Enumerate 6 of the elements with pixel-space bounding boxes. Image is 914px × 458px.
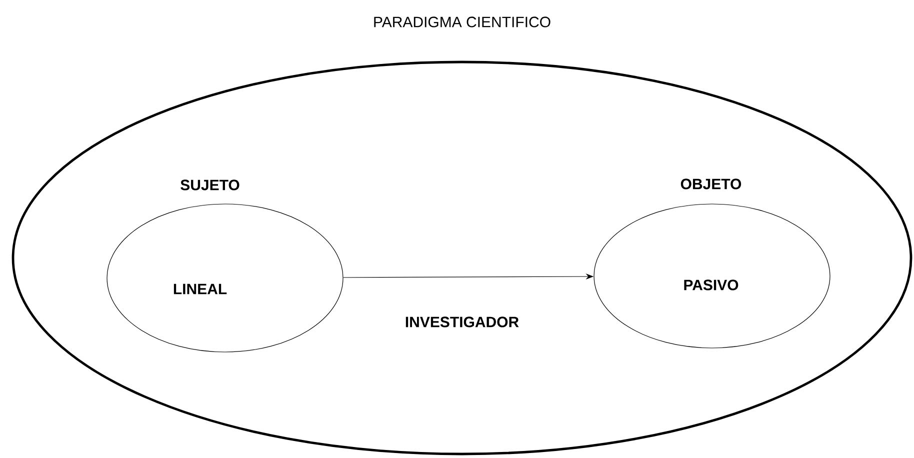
- node-text: LINEAL: [174, 284, 227, 294]
- node-heading: SUJETO: [180, 180, 240, 190]
- edge-label: INVESTIGADOR: [406, 316, 519, 328]
- title: PARADIGMA CIENTIFICO: [374, 16, 550, 28]
- node-text: PASIVO: [684, 280, 738, 290]
- node-heading: OBJETO: [680, 178, 742, 190]
